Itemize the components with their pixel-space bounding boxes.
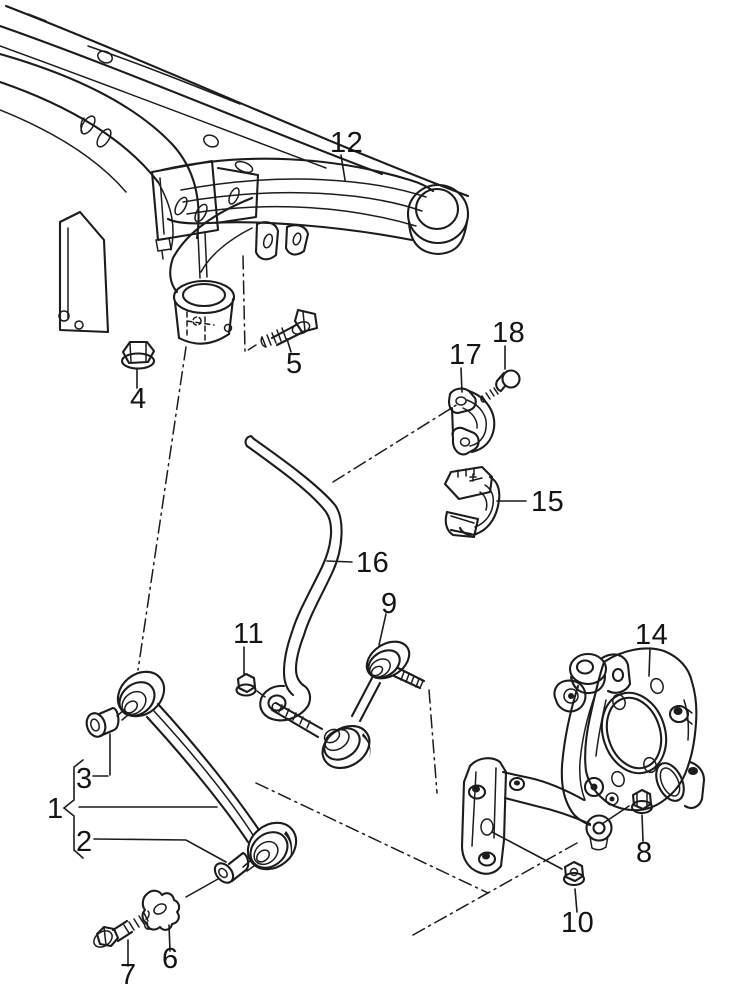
subframe-drawing bbox=[0, 4, 470, 345]
nut-4-drawing bbox=[120, 340, 156, 370]
tie-rod-arm-drawing bbox=[85, 670, 298, 898]
bolt-7-drawing bbox=[93, 910, 150, 948]
part-label-16[interactable]: 16 bbox=[356, 547, 390, 579]
part-label-18[interactable]: 18 bbox=[492, 317, 526, 349]
part-label-12[interactable]: 12 bbox=[330, 127, 364, 159]
part-label-1[interactable]: 1 bbox=[47, 793, 64, 825]
washer-6-drawing bbox=[141, 889, 181, 931]
part-label-8[interactable]: 8 bbox=[636, 837, 653, 869]
part-label-10[interactable]: 10 bbox=[561, 907, 595, 939]
part-label-3[interactable]: 3 bbox=[76, 763, 93, 795]
part-label-6[interactable]: 6 bbox=[162, 943, 179, 975]
control-arm-12-drawing bbox=[160, 157, 470, 256]
part-label-7[interactable]: 7 bbox=[120, 959, 137, 991]
clamp-17-drawing bbox=[447, 387, 496, 456]
leader-lines bbox=[62, 154, 651, 967]
axis-lines bbox=[137, 255, 578, 936]
bushing-15-drawing bbox=[443, 465, 501, 539]
part-label-17[interactable]: 17 bbox=[449, 339, 483, 371]
link-9-drawing bbox=[270, 640, 426, 770]
part-label-5[interactable]: 5 bbox=[286, 348, 303, 380]
part-label-11[interactable]: 11 bbox=[233, 618, 265, 650]
knuckle-14-drawing bbox=[460, 647, 706, 875]
nut-11-drawing bbox=[235, 672, 266, 698]
bolt-18-drawing bbox=[480, 369, 521, 403]
part-label-2[interactable]: 2 bbox=[76, 826, 93, 858]
part-label-15[interactable]: 15 bbox=[531, 486, 565, 518]
nut-10-drawing bbox=[562, 860, 586, 887]
part-label-14[interactable]: 14 bbox=[635, 619, 669, 651]
nut-8-drawing bbox=[630, 788, 654, 815]
part-label-9[interactable]: 9 bbox=[381, 588, 398, 620]
bolt-5-drawing bbox=[260, 308, 319, 348]
stabilizer-bar-16-drawing bbox=[244, 434, 343, 722]
part-label-4[interactable]: 4 bbox=[130, 383, 147, 415]
